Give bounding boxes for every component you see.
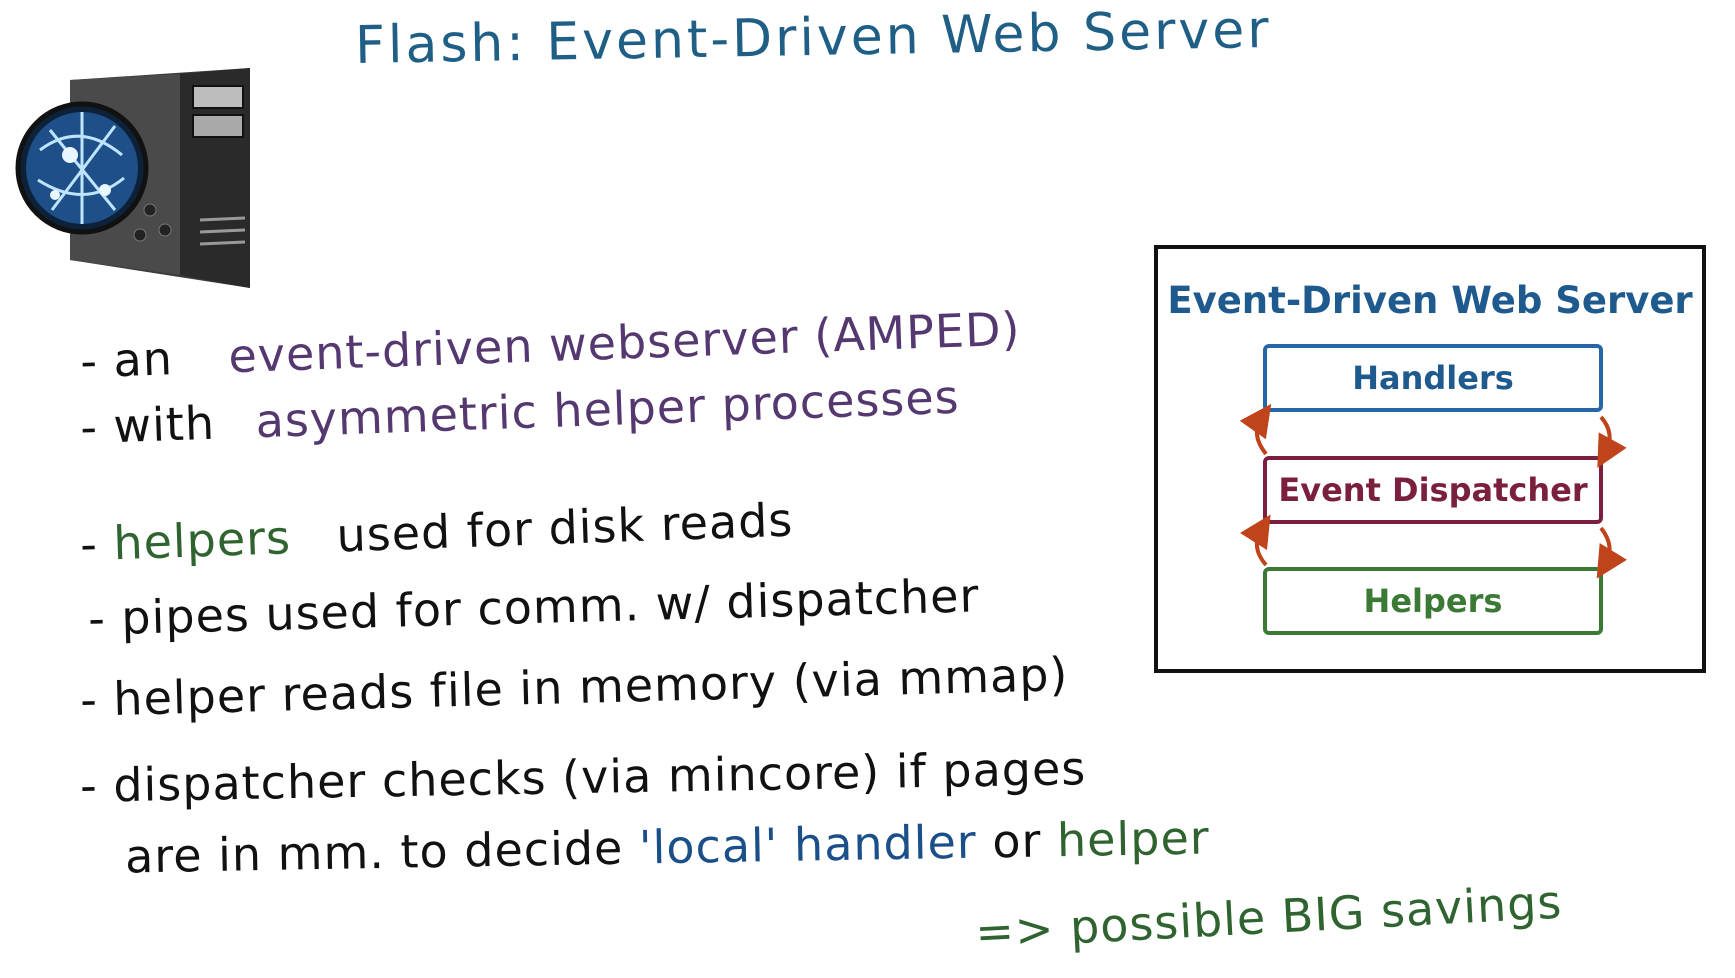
bullet-line: - dispatcher checks (via mincore) if pag… — [80, 741, 1087, 813]
bullet-dash: - — [79, 672, 99, 727]
bullet-dash: - — [79, 516, 99, 572]
bullet-line: - helper reads file in memory (via mmap) — [79, 647, 1069, 727]
diagram-title: Event-Driven Web Server — [1167, 279, 1693, 322]
handler-label: handler — [793, 814, 978, 872]
helpers-box: Helpers — [1263, 567, 1603, 635]
bullet-dash: - — [79, 399, 99, 455]
bullet-dash: - — [79, 758, 99, 813]
bullet-highlight: helpers — [112, 510, 292, 571]
server-tower-icon — [15, 68, 250, 288]
bullet-dash: - — [79, 333, 99, 389]
bullet-line: are in mm. to decide 'local' handler or … — [125, 811, 1210, 884]
bullet-dash: - — [87, 591, 107, 646]
helper-label: helper — [1056, 810, 1211, 868]
arrow-handlers-to-dispatcher — [1597, 415, 1627, 469]
bullet-text: used for disk reads — [335, 492, 795, 563]
event-dispatcher-box: Event Dispatcher — [1263, 456, 1603, 524]
page-title: Flash: Event-Driven Web Server — [354, 0, 1273, 76]
arrow-helpers-to-dispatcher — [1239, 514, 1271, 567]
bullet-line: - pipes used for comm. w/ dispatcher — [87, 568, 980, 645]
bullet-prefix: with — [112, 395, 216, 454]
arrow-dispatcher-to-handlers — [1239, 403, 1272, 456]
diagram-arrows — [1239, 403, 1627, 579]
handlers-box: Handlers — [1263, 344, 1603, 412]
or-label: or — [991, 813, 1042, 869]
bullet-prefix: an — [112, 331, 174, 388]
diagram-box: Event-Driven Web Server Handlers Event D… — [1154, 245, 1706, 673]
bullet-text: helper reads file in memory (via mmap) — [112, 647, 1069, 727]
bullet-text: dispatcher checks (via mincore) if pages — [112, 741, 1087, 813]
bullet-text: pipes used for comm. w/ dispatcher — [120, 568, 981, 645]
local-label: 'local' — [638, 818, 779, 875]
globe-icon — [15, 101, 149, 235]
conclusion-line: => possible BIG savings — [973, 874, 1564, 960]
arrow-dispatcher-to-helpers — [1596, 526, 1627, 579]
bullet-highlight: asymmetric helper processes — [254, 369, 961, 449]
bullet-text: are in mm. to decide — [124, 820, 624, 884]
bullet-line: - helpers used for disk reads — [79, 493, 794, 572]
